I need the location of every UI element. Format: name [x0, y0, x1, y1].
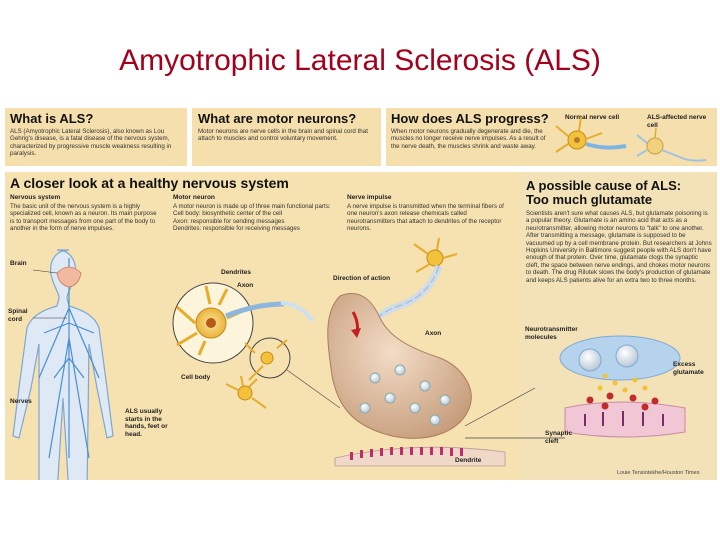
zoom-line-top [464, 387, 536, 427]
brain-label: Brain [10, 260, 27, 267]
als-affected-nerve-cell-label: ALS-affected nerve cell [647, 114, 707, 129]
axon-terminal-label: Axon [425, 330, 442, 337]
dendrite-label: Dendrite [455, 457, 482, 464]
als-start-label: ALS usually starts in the hands, feet or… [125, 408, 168, 438]
glutamate-synapse-illustration [559, 335, 686, 438]
human-nervous-system-figure [12, 249, 114, 480]
panel-motor-neurons [192, 108, 381, 166]
second-neuron-icon [225, 375, 267, 409]
axon-label: Axon [237, 282, 254, 289]
brain-leader-line [32, 269, 58, 274]
normal-nerve-cell-label: Normal nerve cell [565, 114, 620, 121]
image-credit: Louie Tensiotekhe/Houston Times [617, 470, 700, 476]
nerve-impulse-heading: Nerve impulse [347, 194, 392, 201]
als-affected-nerve-cell-icon [636, 127, 707, 162]
nerves-label: Nerves [10, 398, 32, 405]
cause-title-line2: Too much glutamate [526, 192, 653, 207]
dendrites-part: Dendrites: responsible for receiving mes… [173, 225, 300, 233]
slide-title: Amyotrophic Lateral Sclerosis (ALS) [119, 44, 601, 77]
dendrite-strip [334, 446, 506, 467]
panel-als-progress [386, 108, 717, 166]
illustration-layer [12, 116, 707, 480]
motor-neuron-intro: A motor neuron is made up of three main … [173, 203, 331, 210]
dendrites-label: Dendrites [221, 269, 251, 276]
what-is-als-body: ALS (Amyotrophic Lateral Sclerosis), als… [10, 128, 172, 158]
nervous-system-heading: Nervous system [10, 194, 61, 201]
cell-body-part: Cell body: biosynthetic center of the ce… [173, 210, 283, 218]
progress-body: When motor neurons gradually degenerate … [391, 128, 546, 150]
progress-title: How does ALS progress? [391, 111, 549, 126]
motor-neuron-body: A motor neuron is made up of three main … [173, 203, 333, 233]
spinal-cord-label: Spinal cord [8, 308, 28, 323]
synaptic-cleft-label: Synaptic cleft [545, 430, 573, 445]
neurotransmitter-molecules-label: Neurotransmitter molecules [525, 326, 578, 341]
what-is-als-title: What is ALS? [10, 111, 94, 126]
motor-neurons-title: What are motor neurons? [198, 111, 357, 126]
cell-body-label: Cell body [181, 374, 211, 381]
panel-what-is-als [5, 108, 187, 166]
nervous-system-body: The basic unit of the nervous system is … [10, 203, 157, 233]
cause-body: Scientists aren't sure what causes ALS, … [526, 210, 712, 284]
motor-neuron-heading: Motor neuron [173, 194, 215, 201]
cause-title-line1: A possible cause of ALS: [526, 178, 682, 193]
direction-of-action-label: Direction of action [333, 275, 391, 282]
nerve-impulse-body: A nerve impulse is transmitted when the … [347, 203, 504, 233]
normal-nerve-cell-icon [555, 116, 627, 153]
closer-look-title: A closer look at a healthy nervous syste… [10, 175, 289, 191]
axon-terminal [327, 293, 472, 439]
motor-neurons-body: Motor neurons are nerve cells in the bra… [198, 128, 368, 143]
motor-neuron-illustration [172, 282, 341, 409]
als-infographic: What is ALS? ALS (Amyotrophic Lateral Sc… [5, 108, 717, 480]
axon-part: Axon: responsible for sending messages [173, 217, 285, 225]
excess-glutamate-label: Excess glutamate [673, 361, 704, 376]
